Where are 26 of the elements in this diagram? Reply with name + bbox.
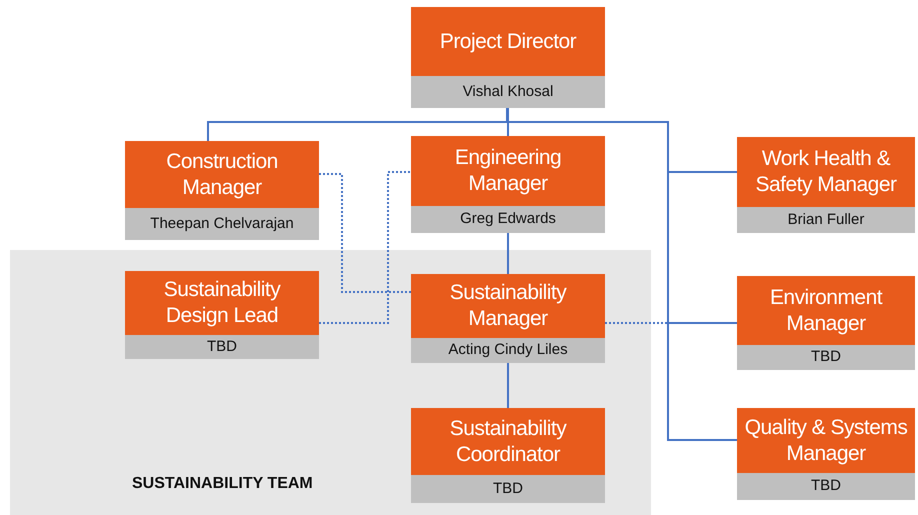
name-bar: Brian Fuller xyxy=(737,207,915,233)
role-box: Project Director xyxy=(411,7,605,76)
name-bar: TBD xyxy=(411,475,605,503)
name-bar: TBD xyxy=(125,335,319,359)
connector-line xyxy=(507,363,509,408)
dotted-connector xyxy=(319,173,411,293)
name-bar: TBD xyxy=(737,473,915,500)
dotted-connector xyxy=(319,171,411,324)
role-box: Engineering Manager xyxy=(411,136,605,206)
team-label: SUSTAINABILITY TEAM xyxy=(132,474,313,494)
connector-line xyxy=(507,233,509,274)
role-box: Quality & Systems Manager xyxy=(737,408,915,473)
name-bar: Vishal Khosal xyxy=(411,76,605,108)
role-box: Work Health & Safety Manager xyxy=(737,137,915,207)
name-bar: TBD xyxy=(737,345,915,370)
connector-line xyxy=(507,108,509,136)
name-bar: Acting Cindy Liles xyxy=(411,338,605,363)
name-bar: Greg Edwards xyxy=(411,206,605,233)
role-box: Construction Manager xyxy=(125,141,319,208)
role-box: Environment Manager xyxy=(737,276,915,345)
role-box: Sustainability Design Lead xyxy=(125,271,319,335)
team-panel xyxy=(10,250,651,515)
dotted-connector xyxy=(605,322,737,324)
role-box: Sustainability Coordinator xyxy=(411,408,605,475)
name-bar: Theepan Chelvarajan xyxy=(125,208,319,240)
role-box: Sustainability Manager xyxy=(411,274,605,338)
